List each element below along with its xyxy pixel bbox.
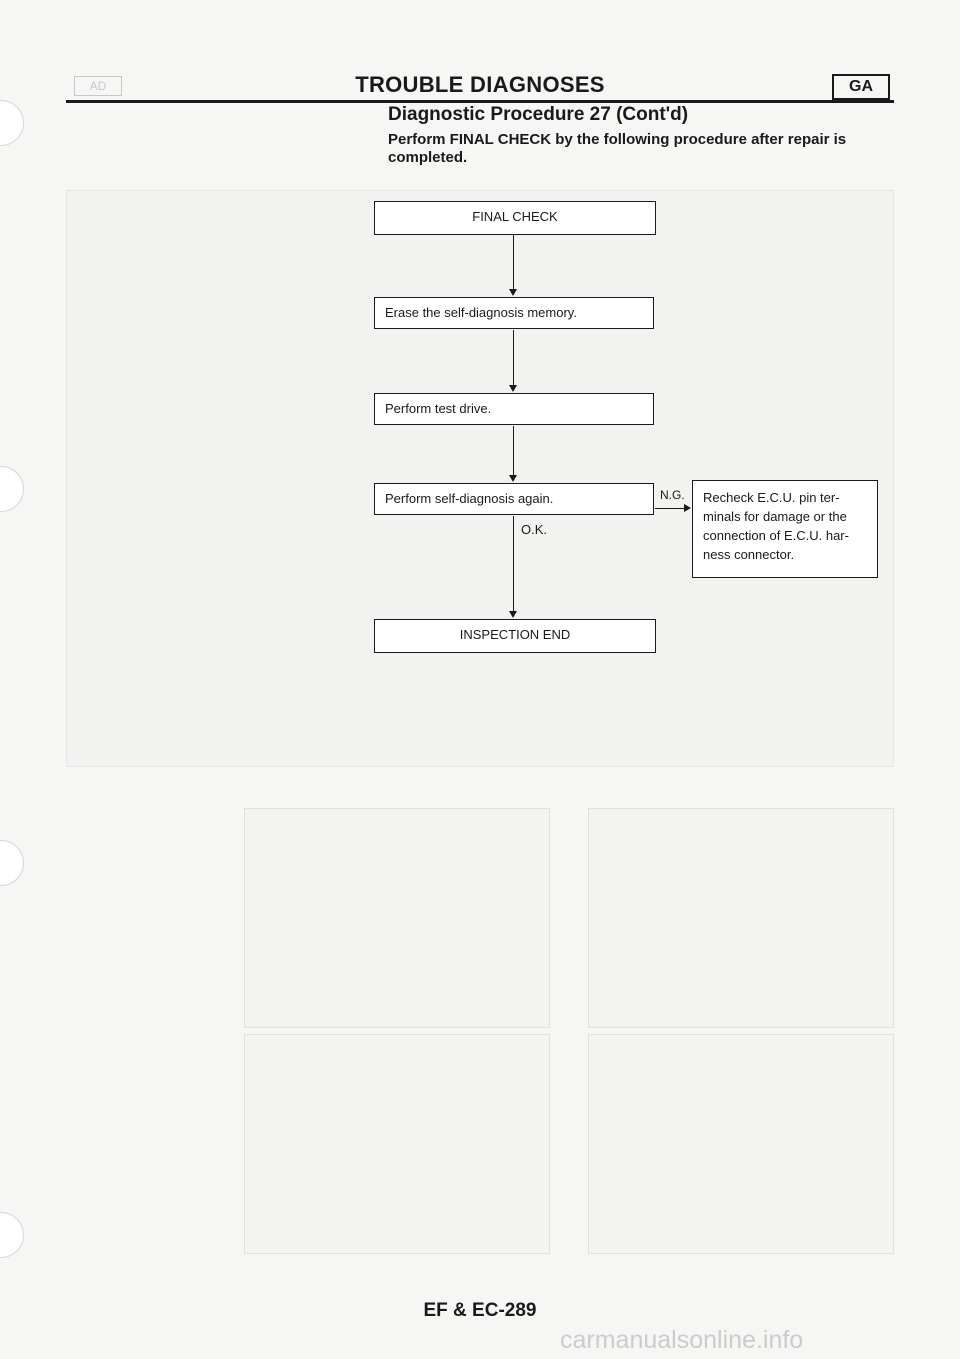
flow-arrow-right-icon [684,504,691,512]
binder-hole [0,1212,24,1258]
section-tab: GA [832,74,890,100]
procedure-intro: Perform FINAL CHECK by the following pro… [388,131,847,166]
bleed-through-figure [588,808,894,1028]
site-watermark: carmanualsonline.info [560,1326,804,1354]
flow-connector-ng [655,508,685,509]
binder-hole [0,100,24,146]
flow-connector-ok [513,516,514,612]
procedure-title: Diagnostic Procedure 27 (Cont'd) [388,104,689,125]
flow-box-recheck-ecu: Recheck E.C.U. pin ter-minals for damage… [692,480,878,578]
flow-box-self-diagnosis: Perform self-diagnosis again. [374,483,654,515]
binder-hole [0,466,24,512]
flow-arrow-down-icon [509,475,517,482]
page-number: EF & EC-289 [423,1300,537,1321]
flow-connector [513,426,514,476]
flow-connector [513,330,514,386]
flow-box-erase-memory: Erase the self-diagnosis memory. [374,297,654,329]
bleed-through-panel [66,190,894,767]
flow-connector [513,234,514,290]
flow-box-final-check: FINAL CHECK [374,201,656,235]
ok-label: O.K. [521,522,548,537]
flow-box-test-drive: Perform test drive. [374,393,654,425]
flow-arrow-down-icon [509,289,517,296]
bleed-through-figure [244,808,550,1028]
flow-arrow-down-icon [509,611,517,618]
ng-label: N.G. [660,488,685,502]
page-header-title: TROUBLE DIAGNOSES [355,72,605,97]
flow-arrow-down-icon [509,385,517,392]
flow-box-inspection-end: INSPECTION END [374,619,656,653]
binder-hole [0,840,24,886]
header-rule [66,100,894,103]
faded-section-tab: AD [74,76,122,96]
bleed-through-figure [244,1034,550,1254]
bleed-through-figure [588,1034,894,1254]
